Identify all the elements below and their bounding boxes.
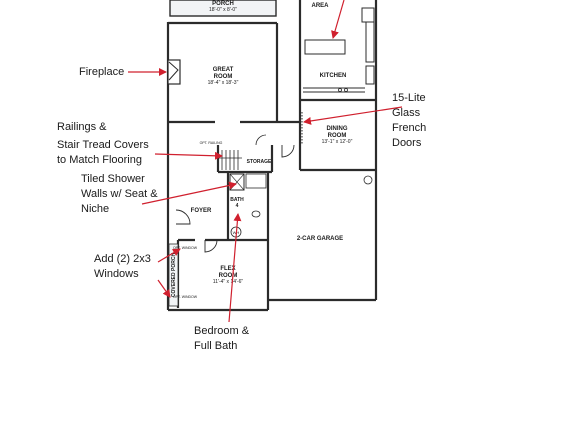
annotation-railings-line-3: to Match Flooring <box>57 154 142 166</box>
flex-room: FLEX ROOM 11'-4" x 14'-6" <box>204 239 244 285</box>
dining-room: DINING ROOM 13'-1" x 12'-0" <box>301 112 353 145</box>
annotation-shower-line-3: Niche <box>81 203 110 215</box>
arrow-french-doors <box>303 106 403 125</box>
garage-label: 2-CAR GARAGE <box>297 236 343 242</box>
arrow-shower <box>141 181 237 205</box>
bath-number: 4 <box>236 203 239 209</box>
annotation-railings-line-2: Stair Tread Covers <box>57 139 149 151</box>
arrow-bedroom <box>228 213 242 323</box>
great-room-label: GREAT <box>213 67 234 73</box>
annotation-shower-line-2: Walls w/ Seat & <box>81 188 158 200</box>
opt-window-label-1: OPT. WINDOW <box>173 246 198 250</box>
annotation-windows-line-2: Windows <box>94 268 139 280</box>
annotation-windows-line-1: Add (2) 2x3 <box>94 253 151 265</box>
annotation-arrows <box>128 0 403 323</box>
arrow-railings <box>154 151 223 160</box>
annotation-windows: Add (2) 2x3 Windows <box>94 252 151 282</box>
annotation-railings: Railings & Stair Tread Covers to Match F… <box>57 120 149 168</box>
porch-label: PORCH <box>212 1 234 7</box>
annotation-shower: Tiled Shower Walls w/ Seat & Niche <box>81 172 158 217</box>
porch-dimensions: 18'-0" x 8'-0" <box>209 7 237 13</box>
railing-label: OPT. RAILING <box>200 141 223 145</box>
arrow-kitchen <box>331 0 345 39</box>
garage: 2-CAR GARAGE <box>297 175 373 242</box>
foyer-door <box>175 209 191 225</box>
arrow-windows-1 <box>157 248 181 263</box>
annotation-french-line-2: Glass <box>392 107 421 119</box>
porch: PORCH 18'-0" x 8'-0" <box>169 0 277 17</box>
opt-window-label-2: OPT. WINDOW <box>173 295 198 299</box>
great-room-label-2: ROOM <box>214 74 233 80</box>
annotation-french-line-1: 15-Lite <box>392 92 426 104</box>
covered-porch: COVERED PORCH OPT. WINDOW OPT. WINDOW <box>168 243 198 307</box>
annotation-french-doors: 15-Lite Glass French Doors <box>392 91 426 151</box>
fireplace <box>167 59 181 85</box>
annotation-shower-line-1: Tiled Shower <box>81 173 145 185</box>
covered-porch-label: COVERED PORCH <box>171 253 177 298</box>
dining-room-label-2: ROOM <box>328 133 347 139</box>
bath-4: BATH 4 WH <box>229 173 267 238</box>
annotation-bedroom: Bedroom & Full Bath <box>194 324 249 354</box>
flex-room-label-2: ROOM <box>219 273 238 279</box>
bath-label: BATH <box>230 197 244 203</box>
annotation-french-line-4: Doors <box>392 137 422 149</box>
area-label: AREA <box>311 3 329 9</box>
annotation-fireplace-text: Fireplace <box>79 66 125 78</box>
annotation-bedroom-line-1: Bedroom & <box>194 325 250 337</box>
door-swing <box>281 144 295 158</box>
flex-room-dimensions: 11'-4" x 14'-6" <box>213 279 244 285</box>
annotation-bedroom-line-2: Full Bath <box>194 340 238 352</box>
dining-room-label: DINING <box>327 126 348 132</box>
flex-room-label: FLEX <box>220 266 235 272</box>
annotation-railings-line-1: Railings & <box>57 121 107 133</box>
annotation-french-line-3: French <box>392 122 427 134</box>
arrow-windows-2 <box>157 279 171 298</box>
storage-label: STORAGE <box>247 159 272 165</box>
foyer-label: FOYER <box>191 208 212 214</box>
kitchen: AREA KITCHEN <box>303 3 375 93</box>
dining-room-dimensions: 13'-1" x 12'-0" <box>322 139 353 145</box>
kitchen-label: KITCHEN <box>320 73 347 79</box>
great-room: GREAT ROOM 18'-4" x 18'-3" <box>208 67 239 86</box>
great-room-dimensions: 18'-4" x 18'-3" <box>208 80 239 86</box>
annotation-fireplace: Fireplace <box>79 65 124 80</box>
